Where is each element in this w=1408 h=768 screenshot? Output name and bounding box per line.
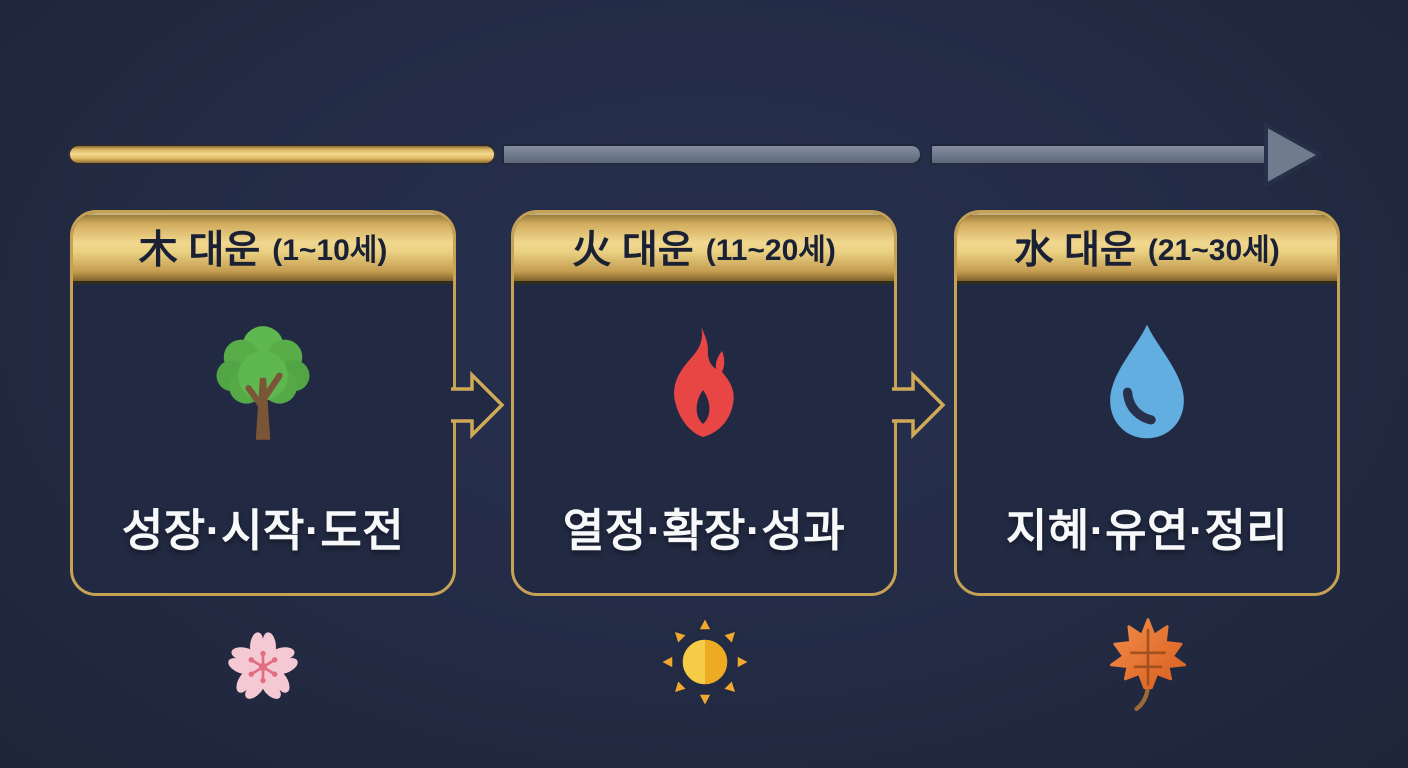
- card-fire-age-range: (11~20세): [705, 234, 836, 267]
- flame-icon: [514, 322, 894, 444]
- card-wood-keywords: 성장·시작·도전: [121, 505, 405, 556]
- card-water-header: 水 대운 (21~30세): [957, 213, 1337, 284]
- card-wood-header: 木 대운 (1~10세): [73, 213, 453, 284]
- timeline-segment-gray-1: [502, 144, 922, 165]
- card-fire-keywords: 열정·확장·성과: [562, 505, 846, 556]
- card-wood-age-range: (1~10세): [272, 234, 388, 267]
- card-connector-arrow-icon: [892, 370, 946, 440]
- tree-icon: [73, 322, 453, 446]
- card-wood-body: 성장·시작·도전: [73, 284, 453, 593]
- card-water-body: 지혜·유연·정리: [957, 284, 1337, 593]
- sun-icon: [656, 613, 754, 711]
- card-wood-period: 木 대운 (1~10세) 성장·시작·도전: [70, 210, 456, 596]
- card-fire-period: 火 대운 (11~20세) 열정·확장·성과: [511, 210, 897, 596]
- card-fire-title: 火 대운: [572, 229, 694, 272]
- card-water-age-range: (21~30세): [1147, 234, 1280, 267]
- card-fire-header: 火 대운 (11~20세): [514, 213, 894, 284]
- card-wood-title: 木 대운: [138, 229, 261, 272]
- timeline-segment-gold: [68, 144, 496, 165]
- card-water-period: 水 대운 (21~30세) 지혜·유연·정리: [954, 210, 1340, 596]
- water-drop-icon: [957, 322, 1337, 442]
- maple-leaf-icon: [1109, 618, 1187, 711]
- cherry-blossom-icon: [228, 632, 298, 699]
- card-connector-arrow-icon: [451, 370, 505, 440]
- timeline-arrowhead-icon: [1264, 123, 1322, 187]
- card-water-title: 水 대운: [1014, 229, 1136, 272]
- card-water-keywords: 지혜·유연·정리: [1005, 505, 1289, 556]
- card-fire-body: 열정·확장·성과: [514, 284, 894, 593]
- timeline-segment-gray-2: [930, 144, 1268, 165]
